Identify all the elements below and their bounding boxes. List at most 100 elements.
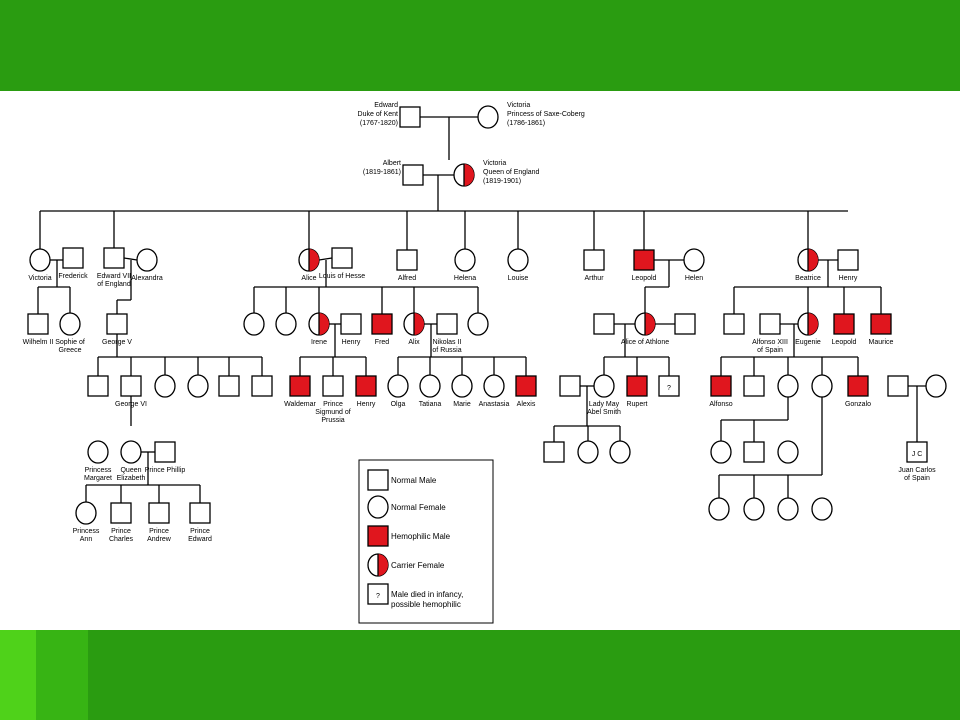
female-circle: [577, 440, 599, 464]
person-label: Andrew: [147, 536, 172, 543]
male-square: [543, 441, 565, 463]
male-square: [396, 249, 418, 271]
pedigree-symbol-sf1_m1: [743, 441, 765, 463]
person-label: Albert: [383, 160, 401, 167]
pedigree-symbol-lm_f2: [609, 440, 631, 464]
pedigree-symbol-arthur: Arthur: [583, 249, 605, 282]
legend-label: possible hemophilic: [391, 600, 461, 609]
female-circle: [925, 374, 947, 398]
pedigree-symbol-spain_m2: [887, 375, 909, 397]
male-square: [322, 375, 344, 397]
female-circle: [451, 374, 473, 398]
pedigree-symbol-alfonso: Alfonso: [709, 375, 733, 408]
footer-accent-light: [0, 630, 36, 720]
person-label: Elizabeth: [117, 475, 146, 482]
male-square: [367, 469, 389, 491]
person-label: Prince: [149, 528, 169, 535]
person-label: Irene: [311, 339, 327, 346]
person-label: Gonzalo: [845, 401, 871, 408]
pedigree-symbol-albert: Albert(1819-1861): [363, 160, 424, 186]
male-square: [106, 313, 128, 335]
unknown-mark: ?: [376, 593, 380, 600]
pedigree-lines: [37, 116, 926, 503]
male-square: [62, 247, 84, 269]
male-square: [189, 502, 211, 524]
person-label: Marie: [453, 401, 471, 408]
male-square: [399, 106, 421, 128]
person-label: Alexis: [517, 401, 536, 408]
pedigree-symbol-henry_b: Henry: [837, 249, 859, 282]
male-square: [148, 502, 170, 524]
person-label: Alfonso XIII: [752, 339, 788, 346]
pedigree-symbol-spain_f2: [811, 374, 833, 398]
person-label: Louis of Hesse: [319, 273, 365, 280]
female-circle: [811, 497, 833, 521]
person-label: Anastasia: [479, 401, 510, 408]
pedigree-symbol-gv_m3: [251, 375, 273, 397]
footer-band: [0, 630, 960, 720]
pedigree-symbol-leopold: Leopold: [632, 249, 657, 282]
pedigree-symbol-fred: Fred: [371, 313, 393, 346]
pedigree-symbol-sf1_f2: [777, 440, 799, 464]
female-circle: [477, 105, 499, 129]
male-square: [559, 375, 581, 397]
male-square: [887, 375, 909, 397]
pedigree-symbol-eugenie: Eugenie: [795, 312, 821, 346]
female-circle: [777, 374, 799, 398]
pedigree-symbol-sf1_f1: [710, 440, 732, 464]
person-label: Leopold: [632, 275, 657, 282]
male-square: [120, 375, 142, 397]
pedigree-symbol-alexandra: Alexandra: [131, 248, 163, 282]
person-label: Frederick: [58, 273, 88, 280]
male-square: [593, 313, 615, 335]
female-circle: [29, 248, 51, 272]
pedigree-symbol-george_v: George V: [102, 313, 132, 346]
pedigree-symbol-spain_m1: [743, 375, 765, 397]
person-label: Arthur: [584, 275, 604, 282]
unknown-mark: ?: [667, 385, 671, 392]
male-square: [367, 583, 389, 605]
pedigree-symbol-legend-male-unknown: ?: [367, 583, 389, 605]
person-label: George VI: [115, 401, 147, 408]
female-circle: [609, 440, 631, 464]
male-square: [251, 375, 273, 397]
inner-label: J C: [912, 451, 923, 458]
person-label: Alfonso: [709, 401, 732, 408]
female-circle: [387, 374, 409, 398]
hemophilic-male-square: [515, 375, 537, 397]
male-square: [906, 441, 928, 463]
legend-label: Male died in infancy,: [391, 590, 463, 599]
female-circle: [75, 501, 97, 525]
pedigree-symbol-gonzalo: Gonzalo: [845, 375, 871, 408]
legend-label: Normal Male: [391, 476, 437, 485]
pedigree-symbol-bea_son1: [723, 313, 745, 335]
male-square: [658, 375, 680, 397]
person-label: Sophie of: [55, 339, 85, 346]
person-label: Edward: [374, 102, 398, 109]
person-label: Victoria: [507, 102, 530, 109]
carrier-half-fill: [319, 313, 329, 335]
person-label: Duke of Kent: [358, 111, 399, 118]
person-label: (1786-1861): [507, 120, 545, 127]
carrier-half-fill: [808, 313, 818, 335]
pedigree-symbol-alix: Alix: [403, 312, 425, 346]
hemophilic-male-square: [367, 525, 389, 547]
female-circle: [367, 495, 389, 519]
female-circle: [275, 312, 297, 336]
person-label: Alice: [301, 275, 316, 282]
female-circle: [593, 374, 615, 398]
hemophilic-male-square: [626, 375, 648, 397]
person-label: Prince: [190, 528, 210, 535]
carrier-half-fill: [808, 249, 818, 271]
pedigree-symbol-prince_phillip: Prince Phillip: [145, 441, 185, 474]
person-label: Prussia: [321, 417, 344, 424]
pedigree-symbol-louis_hesse: Louis of Hesse: [319, 247, 365, 280]
